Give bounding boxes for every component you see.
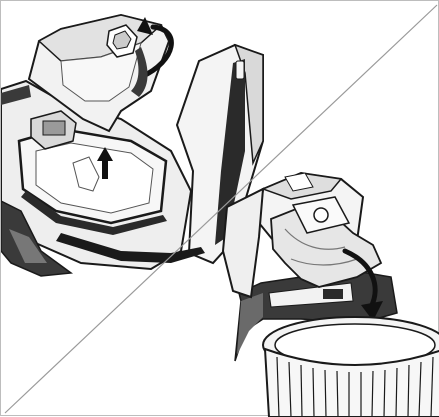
vacuum-body-lower-face xyxy=(237,293,263,355)
compartment-rim xyxy=(21,191,167,235)
lid-hinge-strap xyxy=(131,47,148,97)
base-seal xyxy=(56,233,205,263)
bag-housing-side xyxy=(221,187,265,299)
vacuum-side-strip xyxy=(1,85,31,105)
vacuum-bumper xyxy=(1,200,74,277)
trash-bin-body xyxy=(263,347,439,417)
dust-bag-collar-hole xyxy=(313,207,329,223)
hatch-dark-strip xyxy=(215,59,245,245)
lid-front-face xyxy=(60,42,142,102)
filter-slot xyxy=(42,120,66,136)
dust-bag-fold xyxy=(284,228,346,250)
down-arrow-icon xyxy=(342,248,378,310)
lid-handle-notch xyxy=(112,30,132,50)
rotate-arrow-icon xyxy=(138,24,174,80)
dust-bag-fold-2 xyxy=(290,258,358,266)
release-button xyxy=(323,289,343,299)
trash-bin-ribs xyxy=(276,356,434,417)
vacuum-bumper-highlight xyxy=(9,229,47,263)
down-arrow-head xyxy=(361,301,383,321)
bag-outline-sketch xyxy=(72,156,100,192)
panel-empty-dust-bag xyxy=(221,171,439,417)
panel-remove-dust-bag xyxy=(1,13,264,277)
dust-compartment-floor xyxy=(35,142,154,214)
hatch-clip xyxy=(235,60,245,80)
bag-housing-tab xyxy=(284,172,314,192)
panel-divider xyxy=(4,4,438,414)
up-arrow-icon xyxy=(97,147,113,179)
rotate-arrow-head xyxy=(137,17,153,35)
